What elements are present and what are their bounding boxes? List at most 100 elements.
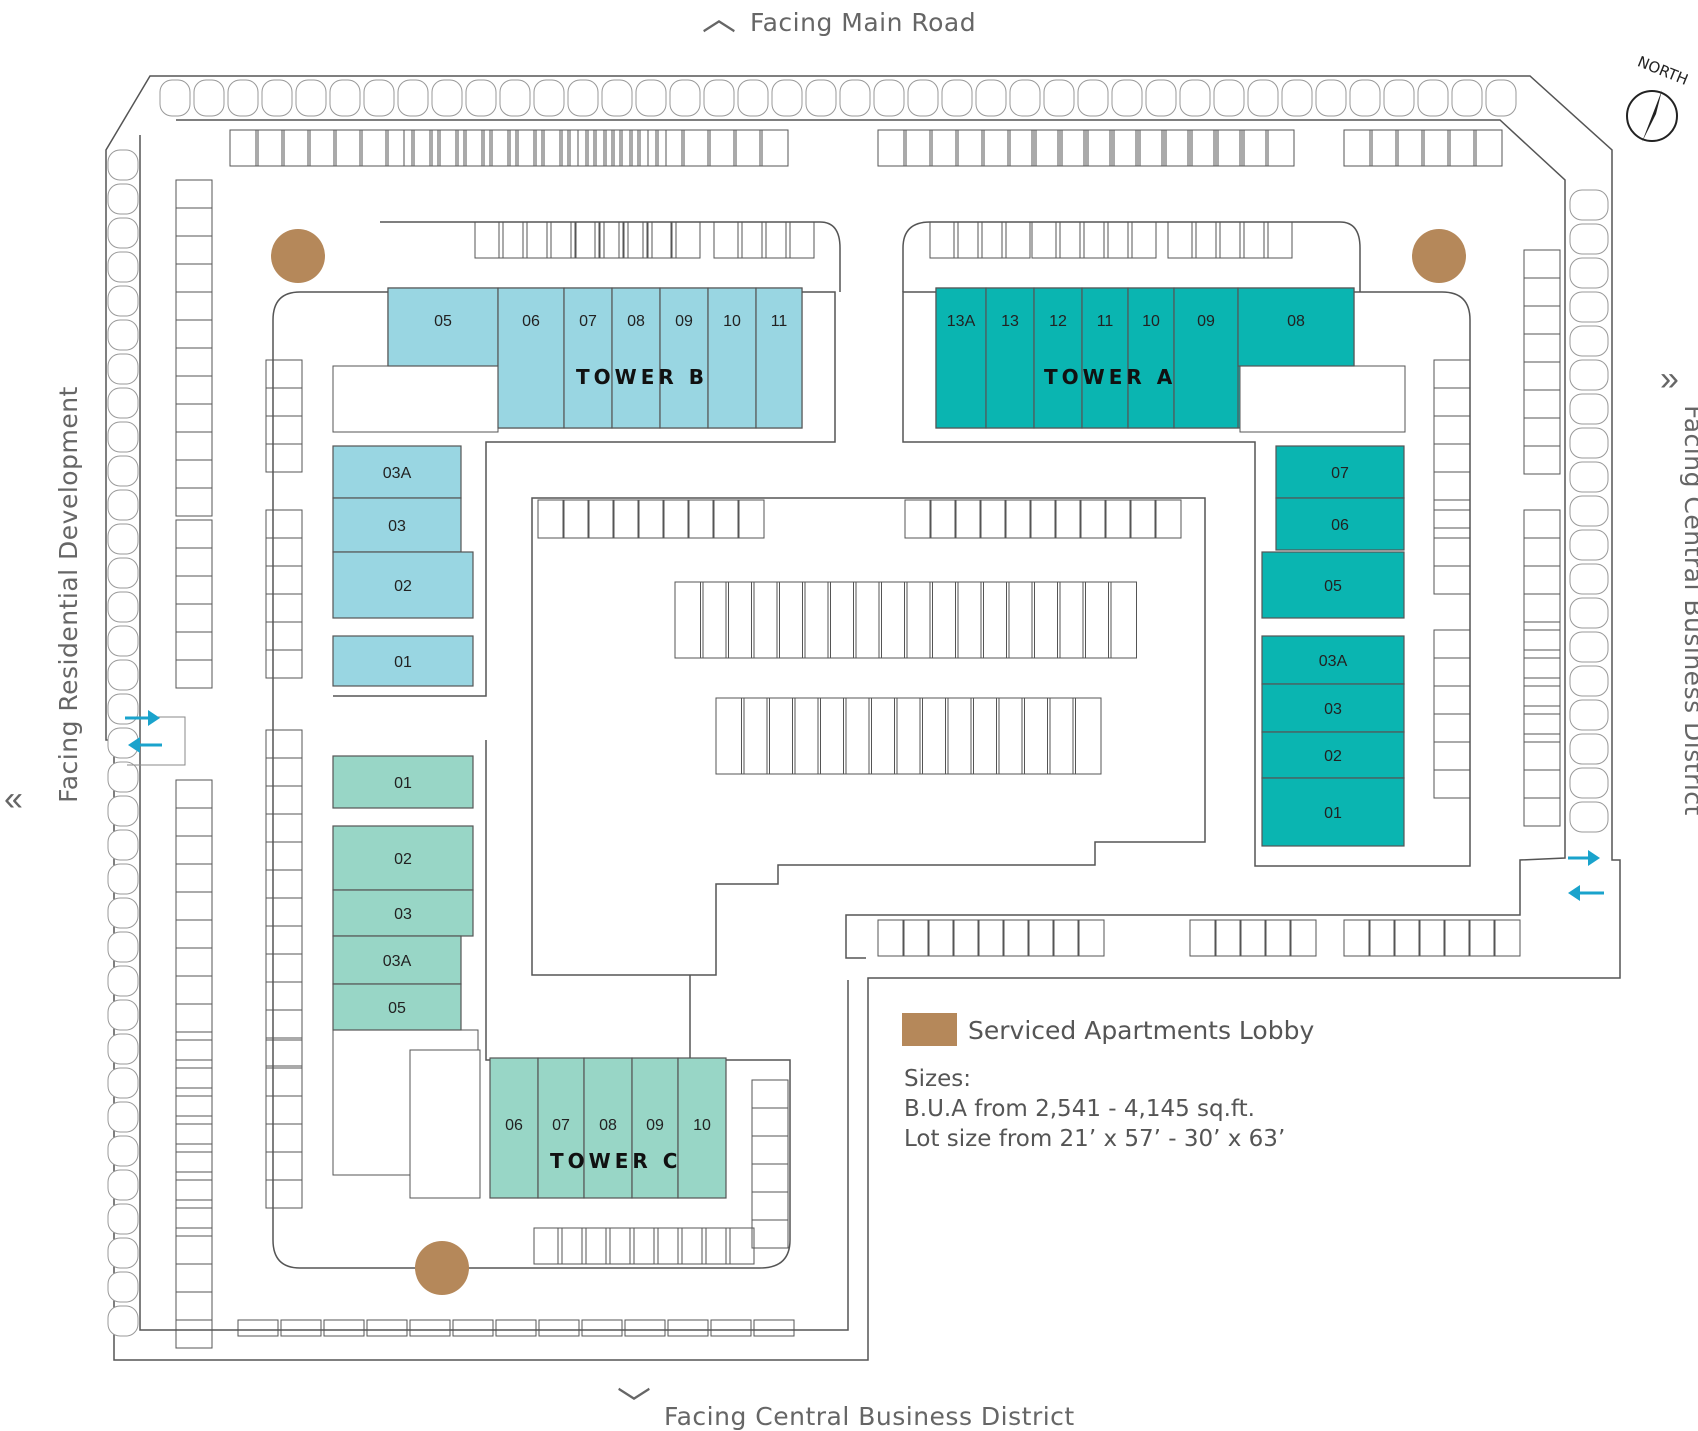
parking-stall bbox=[637, 129, 667, 167]
parking-stall bbox=[733, 129, 763, 167]
parking-stall bbox=[1187, 129, 1217, 167]
unit bbox=[1081, 287, 1129, 429]
parking-stall bbox=[1161, 129, 1191, 167]
unit-label: 10 bbox=[693, 1117, 711, 1134]
parking-stall bbox=[1395, 129, 1425, 167]
parking-stall bbox=[1523, 621, 1561, 651]
parking-stall bbox=[1523, 705, 1561, 735]
landscape-bush bbox=[1569, 223, 1609, 255]
landscape-bush bbox=[1043, 79, 1075, 117]
parking-stall bbox=[751, 1135, 789, 1165]
parking-stall bbox=[175, 1235, 213, 1265]
parking-stall bbox=[1072, 697, 1102, 775]
unit-label: 01 bbox=[1324, 805, 1342, 822]
parking-stall bbox=[175, 1171, 213, 1201]
parking-stall bbox=[751, 1107, 789, 1137]
unit bbox=[985, 287, 1035, 429]
parking-stall bbox=[175, 319, 213, 349]
parking-stall bbox=[1473, 129, 1503, 167]
parking-stall bbox=[175, 519, 213, 549]
parking-stall bbox=[1343, 919, 1371, 957]
landscape-bush bbox=[1383, 79, 1415, 117]
unit-label: 08 bbox=[627, 313, 645, 330]
parking-stall bbox=[902, 919, 930, 957]
landscape-bush bbox=[107, 1169, 139, 1201]
landscape-bush bbox=[873, 79, 905, 117]
landscape-bush bbox=[1569, 665, 1609, 697]
landscape-bush bbox=[1569, 563, 1609, 595]
parking-stall bbox=[1239, 129, 1269, 167]
parking-stall bbox=[281, 129, 311, 167]
parking-stall bbox=[1523, 389, 1561, 419]
parking-stall bbox=[409, 1319, 451, 1337]
unit bbox=[1127, 287, 1175, 429]
parking-stall bbox=[175, 1123, 213, 1153]
parking-stall bbox=[877, 129, 907, 167]
landscape-bush bbox=[107, 1067, 139, 1099]
legend-lobby-swatch bbox=[902, 1013, 957, 1046]
parking-stall bbox=[954, 499, 982, 539]
parking-stall bbox=[1031, 581, 1061, 659]
parking-stall bbox=[1523, 445, 1561, 475]
parking-stall bbox=[385, 129, 415, 167]
unit bbox=[707, 287, 757, 429]
landscape-bush bbox=[1569, 767, 1609, 799]
parking-stall bbox=[955, 581, 984, 659]
landscape-bush bbox=[107, 761, 139, 793]
parking-stall bbox=[175, 403, 213, 433]
parking-stall bbox=[175, 1031, 213, 1061]
parking-stall bbox=[868, 697, 898, 775]
landscape-bush bbox=[839, 79, 871, 117]
parking-stall bbox=[265, 387, 303, 417]
parking-stall bbox=[1031, 129, 1061, 167]
parking-stall bbox=[619, 129, 649, 167]
parking-stall bbox=[1239, 919, 1267, 957]
unit bbox=[1275, 445, 1405, 499]
unit-label: 09 bbox=[675, 313, 693, 330]
parking-stall bbox=[1523, 713, 1561, 743]
parking-stall bbox=[533, 129, 563, 167]
parking-stall bbox=[904, 499, 932, 539]
parking-stall bbox=[175, 375, 213, 405]
parking-stall bbox=[429, 129, 459, 167]
parking-stall bbox=[175, 863, 213, 893]
unit bbox=[387, 287, 499, 367]
parking-stall bbox=[265, 1095, 303, 1125]
parking-stall bbox=[827, 581, 857, 659]
parking-stall bbox=[403, 129, 433, 167]
parking-stall bbox=[1433, 415, 1471, 445]
landscape-bush bbox=[1213, 79, 1245, 117]
unit-label: 05 bbox=[388, 1000, 406, 1017]
unit bbox=[332, 635, 474, 687]
parking-stall bbox=[1523, 649, 1561, 679]
parking-stall bbox=[843, 697, 872, 775]
landscape-bush bbox=[771, 79, 803, 117]
unit bbox=[497, 287, 565, 429]
landscape-bush bbox=[107, 149, 139, 181]
parking-stall bbox=[970, 697, 1000, 775]
parking-stall bbox=[175, 487, 213, 517]
parking-deck bbox=[272, 221, 1471, 1269]
parking-stall bbox=[265, 785, 303, 815]
parking-stall bbox=[1421, 129, 1451, 167]
unit bbox=[332, 497, 462, 553]
lobby-markers bbox=[271, 229, 1466, 1295]
parking-stall bbox=[265, 897, 303, 927]
parking-stall bbox=[175, 919, 213, 949]
parking-stall bbox=[175, 235, 213, 265]
parking-stall bbox=[1029, 499, 1057, 539]
parking-stall bbox=[1523, 417, 1561, 447]
parking-stall bbox=[919, 697, 949, 775]
landscape-bush bbox=[107, 489, 139, 521]
parking-stall bbox=[411, 129, 441, 167]
parking-stall bbox=[1433, 499, 1471, 529]
unit bbox=[611, 287, 661, 429]
parking-stall bbox=[1108, 581, 1137, 659]
landscape-bush bbox=[669, 79, 701, 117]
parking-stall bbox=[255, 129, 285, 167]
parking-stall bbox=[677, 1227, 707, 1265]
parking-stall bbox=[265, 841, 303, 871]
